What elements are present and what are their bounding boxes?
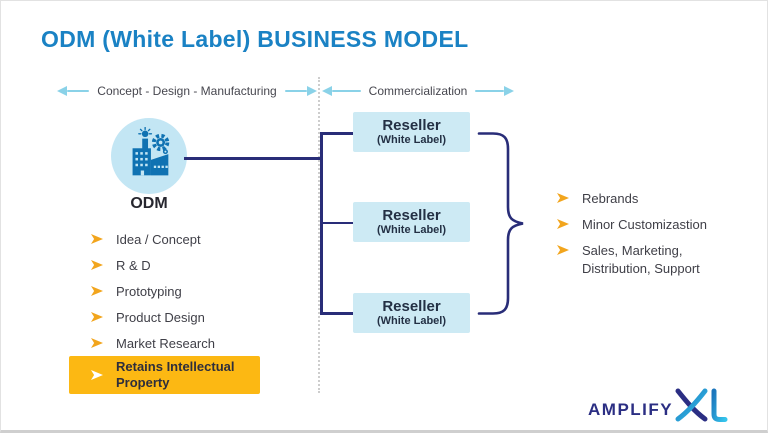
arrow-bullet-icon [557,193,569,203]
reseller-box-2: Reseller (White Label) [353,202,470,242]
curly-brace [477,132,524,315]
arrow-bullet-icon [91,286,103,296]
reseller-subtitle: (White Label) [376,134,447,146]
connector-odm-line [184,157,321,160]
arrow-bullet-icon [557,219,569,229]
arrow-right-icon [307,86,318,96]
logo-wordmark: AMPLIFY [588,400,674,419]
reseller-activities-list: Rebrands Minor Customizastion Sales, Mar… [557,185,730,277]
reseller-title: Reseller [382,298,441,315]
arrow-bullet-icon [91,338,103,348]
phase-concept-design-manufacturing: Concept - Design - Manufacturing [57,84,318,98]
dashed-divider [318,77,320,393]
phase-right-label: Commercialization [368,84,468,98]
arrow-left-icon [322,86,332,96]
arrow-bullet-icon [91,260,103,270]
list-item: Prototyping [91,278,215,304]
arrow-left-icon [57,86,67,96]
reseller-subtitle: (White Label) [376,315,447,327]
reseller-box-1: Reseller (White Label) [353,112,470,152]
list-item: Minor Customizastion [557,211,730,237]
logo-xl-icon [675,388,728,422]
arrow-bullet-icon [91,234,103,244]
factory-icon [132,127,170,176]
reseller-title: Reseller [382,117,441,134]
highlight-retains-ip: Retains Intellectual Property [69,356,260,394]
list-item: Sales, Marketing, Distribution, Support [557,237,730,277]
amplifyxl-logo: AMPLIFY [588,387,728,425]
arrow-bullet-icon [557,245,569,255]
connector-branch-1 [320,132,354,135]
odm-node [111,118,187,194]
arrow-bullet-icon [91,312,103,322]
list-item: Rebrands [557,185,730,211]
phase-left-label: Concept - Design - Manufacturing [97,84,277,98]
reseller-title: Reseller [382,207,441,224]
page-title: ODM (White Label) BUSINESS MODEL [41,26,469,52]
phase-commercialization: Commercialization [322,84,515,98]
list-item: Product Design [91,304,215,330]
list-item: Market Research [91,330,215,356]
connector-branch-3 [320,312,354,315]
connector-branch-2 [320,221,354,224]
reseller-box-3: Reseller (White Label) [353,293,470,333]
arrow-right-icon [504,86,515,96]
list-item: Idea / Concept [91,226,215,252]
reseller-subtitle: (White Label) [376,224,447,236]
list-item: R & D [91,252,215,278]
odm-activities-list: Idea / Concept R & D Prototyping Product… [91,226,215,356]
odm-label: ODM [130,195,168,212]
arrow-bullet-icon [91,370,103,380]
